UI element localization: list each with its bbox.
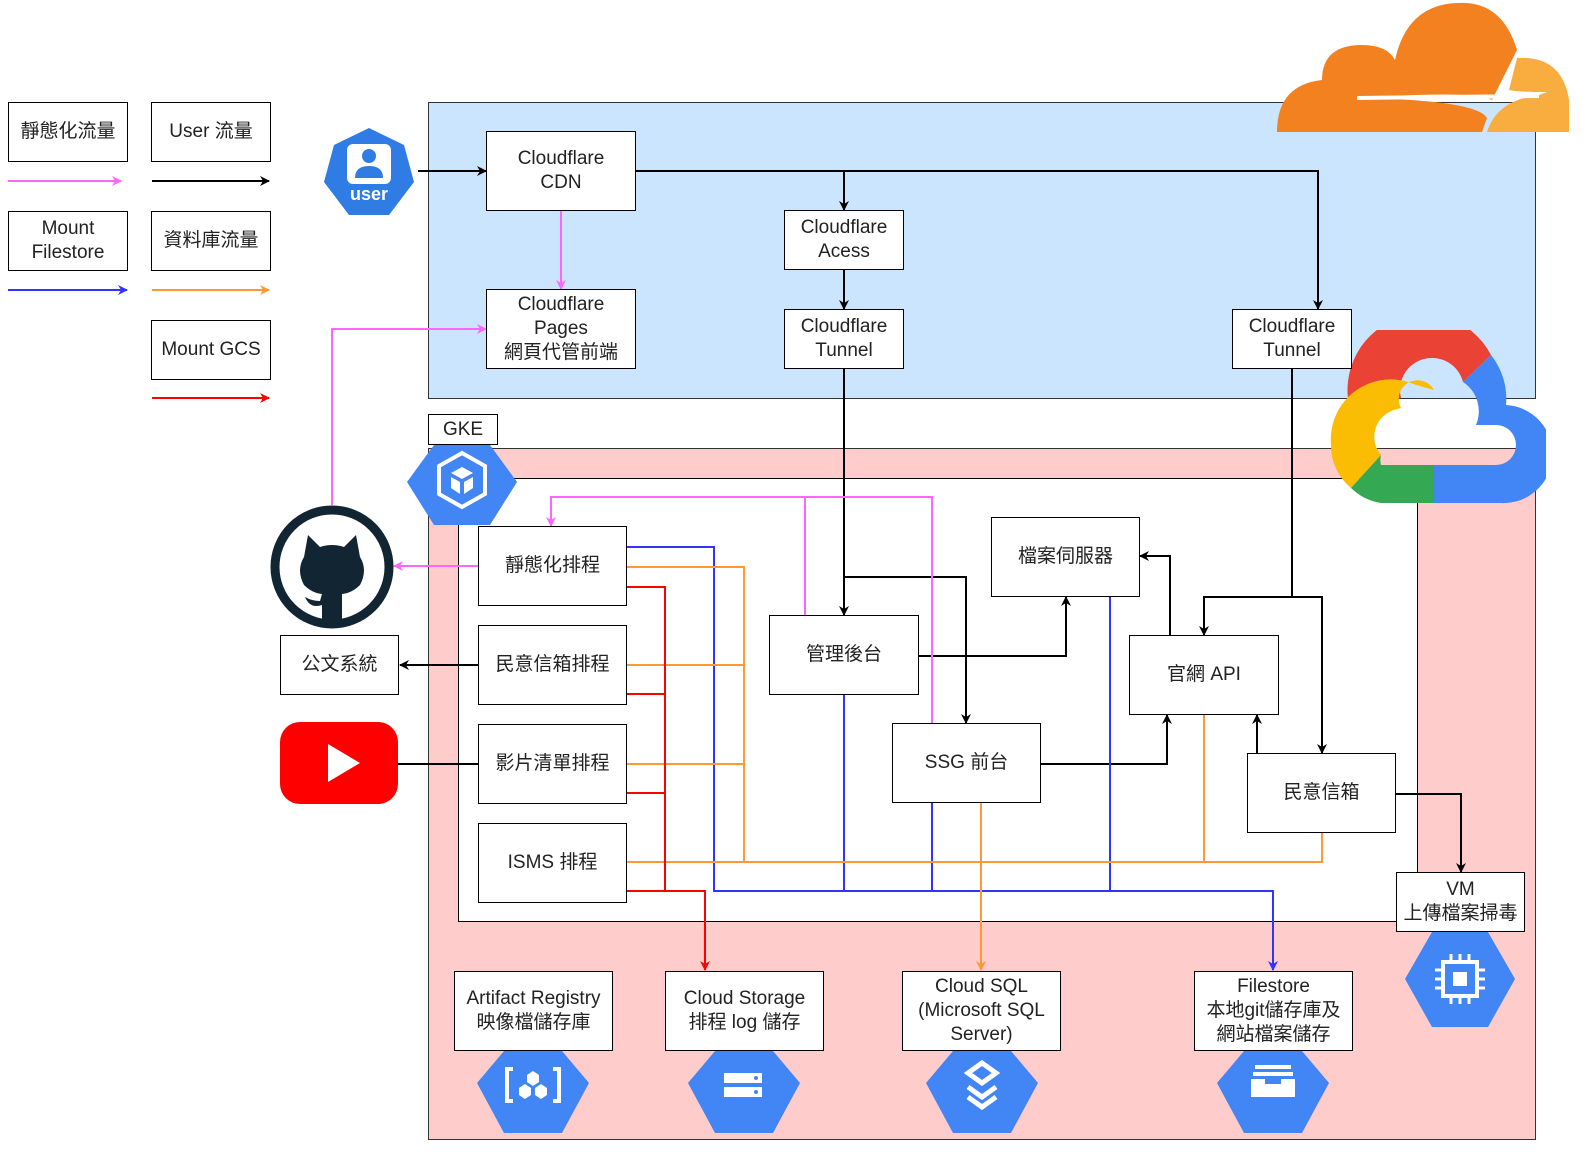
vm-node[interactable]: VM 上傳檔案掃毒 [1396, 872, 1525, 932]
static-schedule-node[interactable]: 靜態化排程 [478, 526, 627, 606]
gke-icon [407, 445, 517, 525]
wire-cdn-to-tunnel-right [844, 170, 1323, 310]
wire-github-to-pages [331, 324, 487, 505]
legend-mount-filestore: Mount Filestore [8, 211, 128, 271]
wire-admin-to-fileserver [918, 596, 1071, 657]
file-server-node[interactable]: 檔案伺服器 [991, 517, 1140, 597]
wire-tunnel-right-to-api [1199, 369, 1293, 636]
google-cloud-logo-icon [1326, 313, 1553, 505]
video-schedule-node[interactable]: 影片清單排程 [478, 724, 627, 804]
wire-mailbox-db [1204, 833, 1323, 863]
wire-api-to-fileserver [1139, 551, 1171, 635]
legend-mount-gcs: Mount GCS [151, 320, 271, 380]
user-icon-label: user [349, 184, 389, 204]
cloud-storage-icon [688, 1051, 800, 1133]
cloudflare-tunnel-left-node[interactable]: Cloudflare Tunnel [784, 309, 904, 369]
cloud-storage-node[interactable]: Cloud Storage 排程 log 儲存 [665, 971, 824, 1051]
cloudflare-tunnel-right-node[interactable]: Cloudflare Tunnel [1232, 309, 1352, 369]
wire-mailbox-to-vm [1396, 793, 1466, 873]
gke-label: GKE [428, 414, 498, 445]
mailbox-schedule-node[interactable]: 民意信箱排程 [478, 625, 627, 705]
filestore-icon [1217, 1051, 1329, 1133]
artifact-registry-node[interactable]: Artifact Registry 映像檔儲存庫 [454, 971, 613, 1051]
cloudflare-pages-node[interactable]: Cloudflare Pages 網頁代管前端 [486, 289, 636, 369]
cloud-sql-node[interactable]: Cloud SQL (Microsoft SQL Server) [902, 971, 1061, 1051]
cloudflare-access-node[interactable]: Cloudflare Acess [784, 210, 904, 270]
cloudflare-cdn-node[interactable]: Cloudflare CDN [486, 131, 636, 211]
mailbox-node[interactable]: 民意信箱 [1247, 753, 1396, 833]
user-icon[interactable]: user [322, 126, 416, 218]
ssg-frontend-node[interactable]: SSG 前台 [892, 723, 1041, 803]
wire-tunnel-to-ssg [844, 576, 971, 724]
admin-backend-node[interactable]: 管理後台 [769, 615, 919, 695]
website-api-node[interactable]: 官網 API [1129, 635, 1279, 715]
github-icon[interactable] [270, 505, 394, 629]
isms-schedule-node[interactable]: ISMS 排程 [478, 823, 627, 903]
wire-static-schedule-filestore [626, 546, 1278, 971]
wire-admin-to-static-schedule [546, 496, 806, 615]
wire-ssg-to-static-schedule [805, 496, 933, 723]
youtube-icon[interactable] [280, 722, 398, 804]
legend-static-flow: 靜態化流量 [8, 102, 128, 162]
wire-tunnel-right-to-mailbox [1292, 596, 1327, 754]
legend-db-flow: 資料庫流量 [151, 211, 271, 271]
wire-ssg-to-api [1040, 714, 1172, 765]
wire-static-schedule-gcs [626, 586, 710, 971]
filestore-node[interactable]: Filestore 本地git儲存庫及 網站檔案儲存 [1194, 971, 1353, 1051]
cloud-sql-icon [926, 1051, 1038, 1133]
compute-engine-icon [1405, 932, 1515, 1027]
wire-cdn-to-access [636, 170, 849, 211]
legend-user-flow: User 流量 [151, 102, 271, 162]
cloudflare-logo-icon [1277, 0, 1569, 133]
artifact-registry-icon [477, 1051, 589, 1133]
document-system-node[interactable]: 公文系統 [280, 635, 399, 695]
